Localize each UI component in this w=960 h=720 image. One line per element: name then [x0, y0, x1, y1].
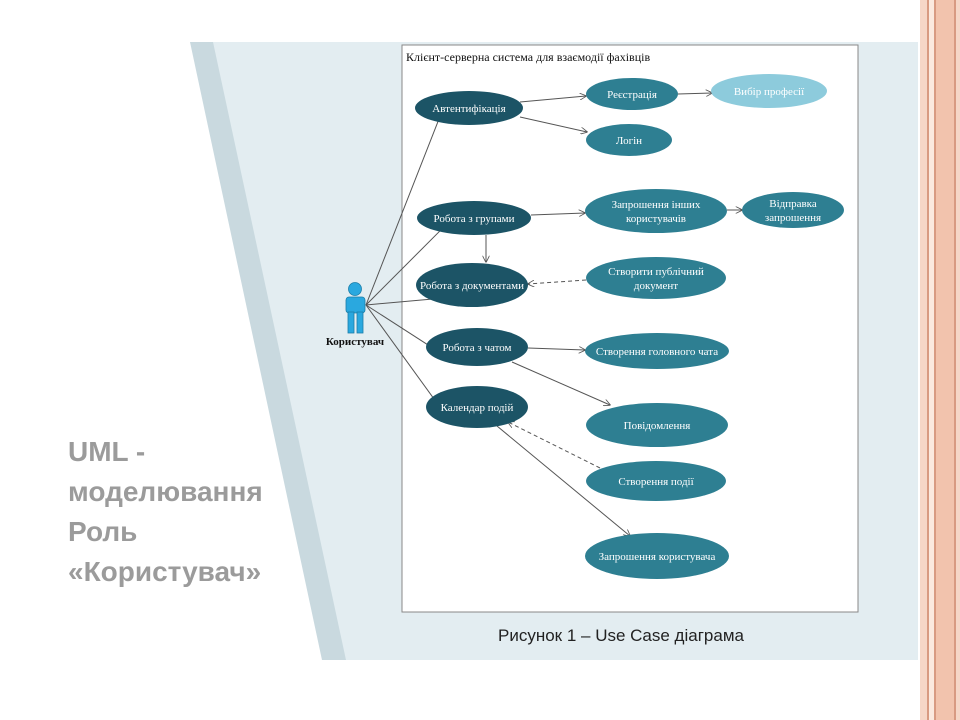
include-arrow	[496, 425, 630, 536]
use-case-label: Вибір професії	[734, 86, 805, 98]
right-border-stripe	[956, 0, 960, 720]
use-case-label: Реєстрація	[607, 89, 657, 101]
include-arrow	[530, 213, 585, 215]
extend-arrow	[528, 279, 587, 284]
use-case-login: Логін	[586, 124, 672, 156]
association-line	[365, 118, 440, 306]
use-case-ellipse	[585, 333, 729, 369]
figure-caption: Рисунок 1 – Use Case діаграма	[498, 626, 744, 645]
actor-icon	[345, 282, 366, 334]
use-case-ellipse	[416, 263, 528, 307]
use-case-ellipse	[742, 192, 844, 228]
use-case-label: Робота з документами	[420, 280, 524, 292]
include-arrow	[519, 116, 587, 132]
use-case-label: Створення події	[618, 476, 694, 488]
include-arrow	[677, 93, 712, 94]
use-case-invite-user: Запрошення користувача	[585, 533, 729, 579]
use-case-ellipse	[426, 386, 528, 428]
use-case-invite-others: Запрошення інших користувачів	[585, 189, 727, 233]
use-cases: Автентифікація Реєстрація Вибір професіїЛо…	[415, 74, 844, 579]
slide-title: UML - моделювання Роль «Користувач»	[68, 436, 263, 587]
include-arrow	[511, 361, 610, 405]
use-case-main-chat: Створення головного чата	[585, 333, 729, 369]
use-case-label: Робота з групами	[434, 213, 515, 225]
use-case-messages: Повідомлення	[586, 403, 728, 447]
use-case-label: Робота з чатом	[442, 342, 511, 354]
right-border-stripe	[927, 0, 929, 720]
use-case-label: Запрошення інших	[612, 199, 701, 211]
include-arrow	[527, 348, 585, 350]
use-case-label: документ	[634, 280, 678, 292]
use-case-ellipse	[417, 201, 531, 235]
actor-label: Користувач	[326, 336, 384, 348]
use-case-ellipse	[585, 189, 727, 233]
use-case-chat: Робота з чатом	[426, 328, 528, 366]
use-case-label: Повідомлення	[624, 420, 691, 432]
use-case-relations	[486, 93, 742, 536]
use-case-register: Реєстрація	[586, 78, 678, 110]
use-case-profession: Вибір професії	[711, 74, 827, 108]
use-case-label: Створити публічний	[608, 266, 704, 278]
association-line	[365, 297, 442, 306]
right-border-stripe	[920, 0, 927, 720]
use-case-ellipse	[586, 403, 728, 447]
use-case-ellipse	[586, 461, 726, 501]
include-arrow	[519, 96, 586, 103]
use-case-ellipse	[586, 257, 726, 299]
use-case-ellipse	[585, 533, 729, 579]
use-case-documents: Робота з документами	[416, 263, 528, 307]
use-case-ellipse	[426, 328, 528, 366]
right-border-stripe	[929, 0, 934, 720]
right-border-stripe	[936, 0, 954, 720]
use-case-create-event: Створення події	[586, 461, 726, 501]
use-case-label: Календар подій	[441, 402, 514, 414]
use-case-label: запрошення	[765, 212, 821, 224]
use-case-public-doc: Створити публічний документ	[586, 257, 726, 299]
use-case-send-invite: Відправка запрошення	[742, 192, 844, 228]
use-case-label: користувачів	[626, 213, 686, 225]
use-case-auth: Автентифікація	[415, 91, 523, 125]
use-case-ellipse	[711, 74, 827, 108]
right-border-stripe	[954, 0, 956, 720]
use-case-label: Автентифікація	[432, 103, 505, 115]
use-case-ellipse	[586, 124, 672, 156]
extend-arrow	[508, 422, 601, 469]
use-case-calendar: Календар подій	[426, 386, 528, 428]
system-title: Клієнт-серверна система для взаємодії фа…	[406, 50, 650, 64]
use-case-label: Відправка	[769, 198, 817, 210]
association-line	[365, 227, 444, 306]
use-case-ellipse	[415, 91, 523, 125]
use-case-label: Створення головного чата	[596, 346, 718, 358]
use-case-groups: Робота з групами	[417, 201, 531, 235]
use-case-label: Логін	[616, 135, 642, 147]
use-case-ellipse	[586, 78, 678, 110]
right-border-stripe	[934, 0, 936, 720]
use-case-label: Запрошення користувача	[599, 551, 716, 563]
